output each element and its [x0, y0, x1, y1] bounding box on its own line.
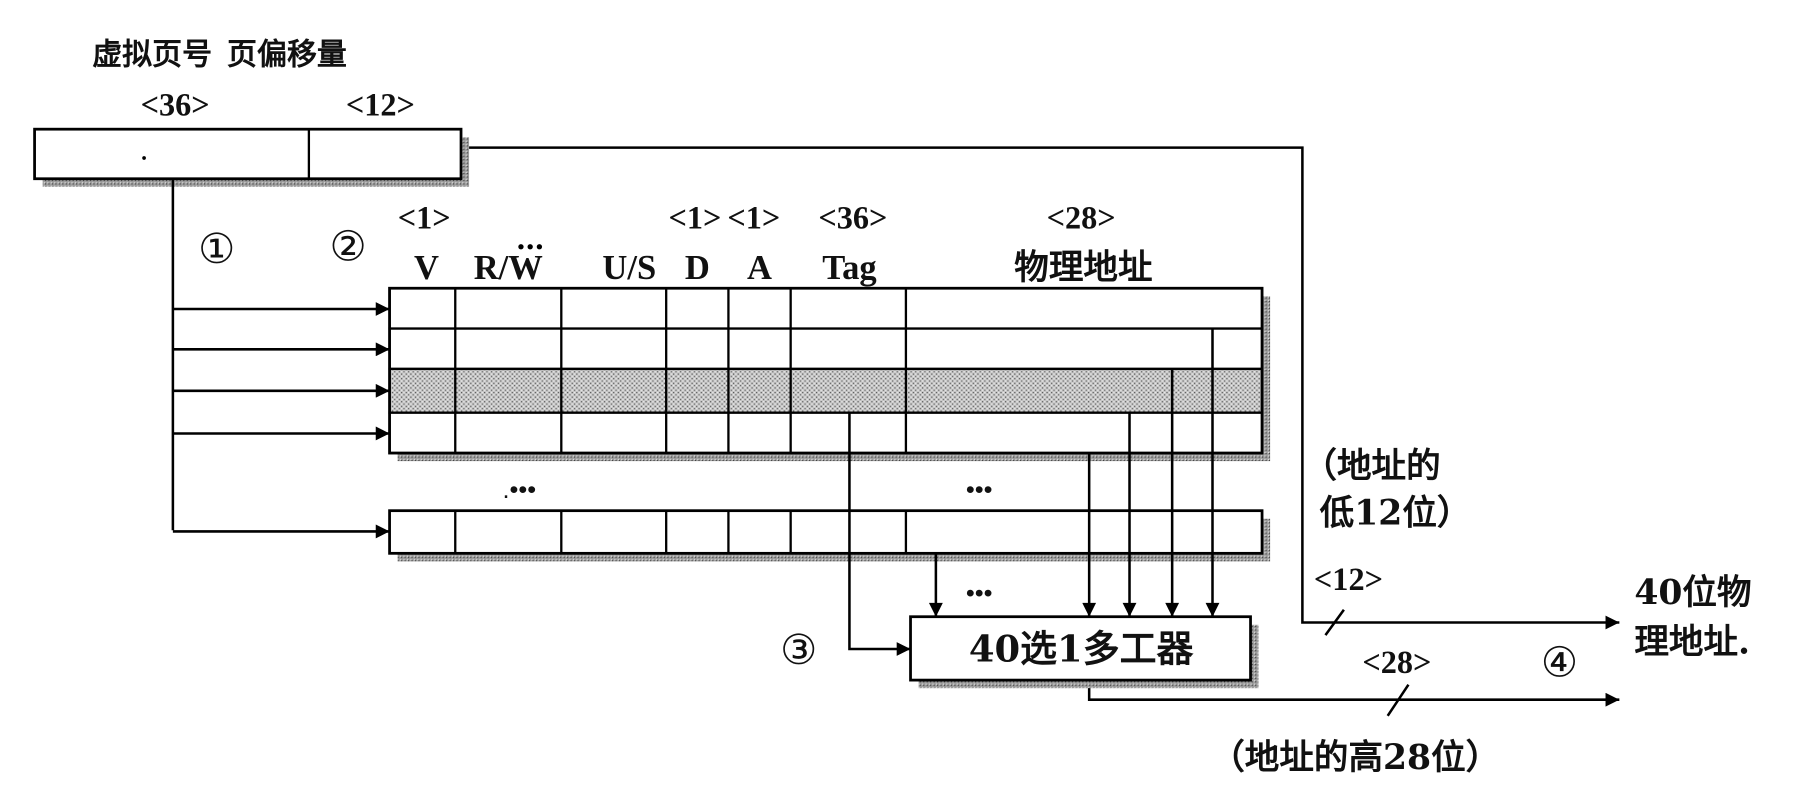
physical-address-wires [928, 328, 1220, 617]
high-bits-width-tick [1386, 684, 1410, 717]
overbar-dot [518, 244, 524, 250]
column-user-supervisor: U/S [602, 249, 656, 287]
low-bits-note-line2: 低12位） [1320, 494, 1472, 534]
physical-address-output-line1: 40位物 [1634, 573, 1751, 613]
low-bits-width-tick [1324, 609, 1345, 636]
low-bits-width-label: <12> [1314, 561, 1383, 597]
tlb-entry [388, 509, 1264, 555]
step-2-marker: ② [329, 222, 366, 271]
column-dirty: D [685, 249, 710, 287]
high-bits-note: （地址的高28位） [1210, 738, 1500, 778]
high-bits-width-label: <28> [1362, 644, 1431, 680]
column-access: A [747, 249, 772, 287]
overbar-dot [536, 244, 543, 250]
entries-ellipsis-right: ••• [966, 476, 993, 504]
vpn-label: 虚拟页号 [92, 38, 212, 73]
register-box [33, 127, 463, 181]
page-offset-label: 页偏移量 [227, 38, 347, 73]
dirty-width-label: <1> [669, 199, 722, 235]
write-overbar-dots [518, 244, 543, 250]
column-valid: V [414, 249, 439, 287]
scan-speck [142, 156, 146, 160]
tlb-entry-selected [388, 367, 1264, 414]
column-read-write: R/W [474, 249, 544, 287]
mux-output-wire [1087, 688, 1620, 707]
step-4-marker: ④ [1541, 638, 1578, 687]
column-physical-address: 物理地址 [1014, 248, 1152, 288]
virtual-address-register [33, 127, 470, 187]
column-tag: Tag [822, 249, 876, 287]
page-offset-wire [469, 146, 1620, 630]
tlb-entry [388, 287, 1264, 330]
low-bits-note-line1: （地址的 [1302, 446, 1440, 486]
vpn-width-label: <36> [141, 86, 210, 122]
vpn-compare-wires [171, 178, 390, 539]
step-1-marker: ① [198, 224, 235, 273]
mux-inputs-ellipsis: ••• [966, 580, 993, 608]
step-3-marker: ③ [780, 625, 817, 674]
offset-width-label: <12> [346, 86, 415, 122]
physical-address-output-line2: 理地址. [1634, 623, 1750, 663]
entries-ellipsis-left: .••• [503, 476, 537, 504]
physical-address-width-label: <28> [1047, 199, 1116, 235]
tlb-entries-top [388, 286, 1271, 462]
access-width-label: <1> [727, 199, 780, 235]
tlb-entry [388, 327, 1264, 371]
tag-width-label: <36> [818, 199, 887, 235]
mux-box [909, 615, 1252, 682]
tag-select-wire [848, 412, 911, 656]
mux-label: 40选1多工器 [969, 627, 1195, 671]
valid-width-label: <1> [398, 199, 451, 235]
tlb-entry [388, 411, 1264, 455]
multiplexer: 40选1多工器 [909, 615, 1259, 689]
tlb-block-outline [388, 286, 1264, 455]
overbar-dot [527, 244, 533, 250]
tlb-entries-last [388, 509, 1271, 562]
